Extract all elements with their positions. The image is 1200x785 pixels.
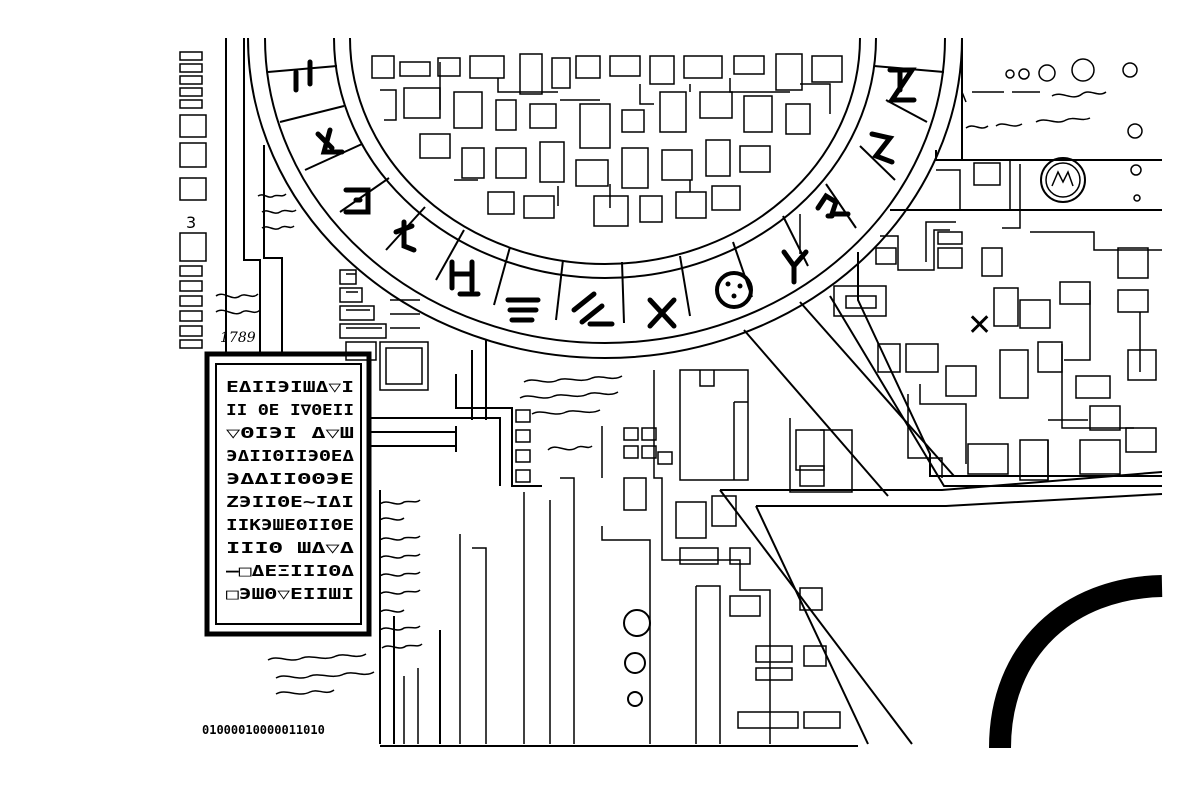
page-number-3: 3 [186,213,196,232]
ring-glyph-11 [815,192,851,219]
ring-glyph-3 [343,187,371,215]
inscribed-tablet [204,351,372,637]
vertical-circles [623,609,651,707]
ring-glyph-symbols [293,59,917,329]
ring-glyph-4 [393,219,417,253]
tablet-row: IIΚЭШΕΘIIΘΕ [226,516,354,534]
ring-glyph-9 [715,271,753,309]
tablet-row: –□ΔΕΞIIIΘΔ [226,562,354,580]
ring-glyph-7 [571,291,615,327]
ring-glyph-8 [647,297,677,329]
ring-glyph-2 [315,127,345,155]
glyph-chip [339,269,429,391]
ring-glyph-1 [293,59,313,93]
tablet-row: IIIΘ ШΔ▽Δ [226,539,354,557]
tablet-row: ▽ΘIЭI Δ▽Ш [226,424,354,442]
tablet-text: ЕΔIIЭIШΔ▽I II ΘΕ I∇ΘΕII ▽ΘIЭI Δ▽Ш ЭΔIIΘIIЭΘ… [226,378,354,603]
left-box-strip [179,51,207,349]
left-traces [225,38,283,355]
handwritten-notes [215,193,623,695]
diagonal-beam [719,301,1163,745]
tablet-row: ЭΔΔIIΘΘЭΕ [226,470,354,488]
binary-string: 01000010000011010 [202,723,325,737]
top-right-annotations [961,58,1143,203]
maze-interior [371,53,843,227]
ring-dividers [267,65,945,324]
tablet-connectors [370,374,542,487]
ring-glyph-6 [505,297,541,323]
tablet-row: ZЭIIΘΕ~IΔI [226,493,354,511]
tablet-row: □ЭШΘ▽ΕIIШI [226,585,354,603]
ring-glyph-13 [887,67,917,103]
glyph-ring [247,37,963,359]
bottom-right-arc [989,575,1163,749]
right-circuit-area [799,159,1162,481]
lower-left-traces [379,340,858,747]
tablet-row: ЕΔIIЭIШΔ▽I [226,378,354,396]
tablet-row: ЭΔIIΘIIЭΘΕΔ [226,447,354,465]
right-border-traces [829,38,1162,487]
tablet-row: II ΘΕ I∇ΘΕII [226,401,354,419]
middle-circuit [403,369,853,744]
ring-glyph-5 [449,259,481,297]
ring-glyph-10 [781,249,809,285]
x-mark: ✕ [967,308,992,343]
ring-glyph-12 [869,131,895,165]
year-mark: 1789 [220,330,256,346]
